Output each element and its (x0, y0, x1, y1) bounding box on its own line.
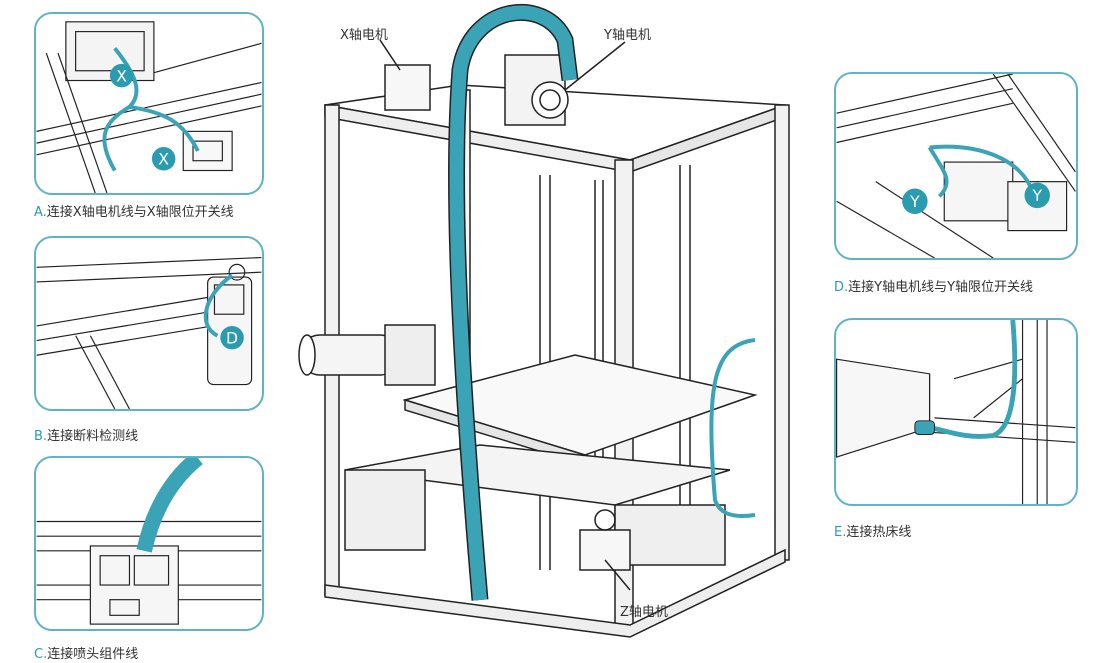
panel-c-illustration (36, 458, 262, 625)
panel-d-y-axis-wiring: Y Y (834, 72, 1078, 260)
caption-a: A.连接X轴电机线与X轴限位开关线 (34, 201, 234, 220)
caption-e-letter: E. (834, 525, 847, 540)
panel-b-illustration: D (36, 256, 262, 409)
label-z-motor: Z轴电机 (620, 605, 668, 620)
caption-b: B.连接断料检测线 (34, 425, 138, 444)
panel-b-filament-sensor: D (34, 236, 264, 411)
caption-d-text: 连接Y轴电机线与Y轴限位开关线 (848, 280, 1034, 295)
caption-c-text: 连接喷头组件线 (47, 647, 139, 662)
caption-d: D.连接Y轴电机线与Y轴限位开关线 (834, 276, 1033, 295)
label-y-motor: Y轴电机 (604, 28, 651, 43)
panel-d-illustration: Y Y (836, 74, 1076, 258)
printer-main-illustration (298, 3, 790, 638)
badge-x-bottom-text: X (158, 150, 169, 169)
badge-y-left (902, 188, 928, 214)
badge-d (220, 325, 244, 350)
badge-d-text: D (226, 329, 238, 348)
panel-c-nozzle-wiring (34, 456, 264, 631)
badge-x-bottom (151, 147, 176, 171)
caption-e: E.连接热床线 (834, 521, 911, 540)
caption-c: C.连接喷头组件线 (34, 643, 138, 662)
caption-a-letter: A. (34, 205, 47, 220)
panel-e-heatbed-wiring (834, 318, 1078, 506)
caption-e-text: 连接热床线 (846, 525, 912, 540)
label-x-motor: X轴电机 (340, 28, 388, 43)
panel-e-illustration (836, 320, 1076, 504)
badge-y-left-text: Y (909, 192, 920, 211)
badge-y-right-text: Y (1031, 186, 1042, 205)
caption-a-text: 连接X轴电机线与X轴限位开关线 (46, 205, 234, 220)
caption-b-text: 连接断料检测线 (47, 429, 139, 444)
badge-x-top-text: X (116, 66, 127, 85)
caption-b-letter: B. (34, 429, 48, 444)
badge-y-right (1024, 182, 1050, 209)
caption-c-letter: C. (34, 647, 48, 662)
caption-d-letter: D. (834, 280, 849, 295)
panel-a-illustration: X X (36, 21, 262, 193)
badge-x-top (109, 63, 134, 88)
panel-a-x-axis-wiring: X X (34, 12, 264, 195)
